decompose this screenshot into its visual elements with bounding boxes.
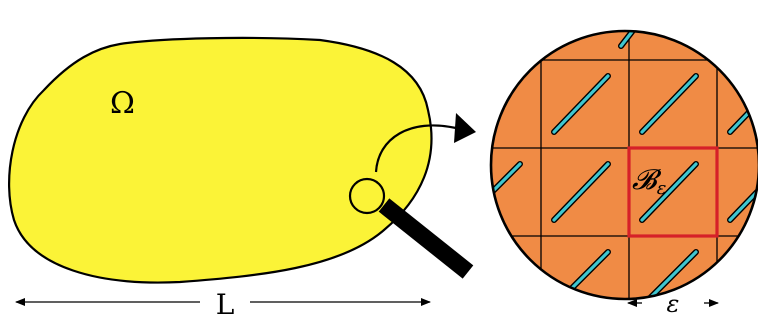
period-label: ε xyxy=(667,290,680,318)
microstructure-zoom xyxy=(466,0,758,320)
zoom-arrowhead xyxy=(454,113,476,143)
domain-omega-label: Ω xyxy=(110,86,135,121)
unit-cell-label-sub: ε xyxy=(657,178,667,199)
domain-omega-shape xyxy=(9,38,431,283)
length-label: L xyxy=(216,288,235,320)
